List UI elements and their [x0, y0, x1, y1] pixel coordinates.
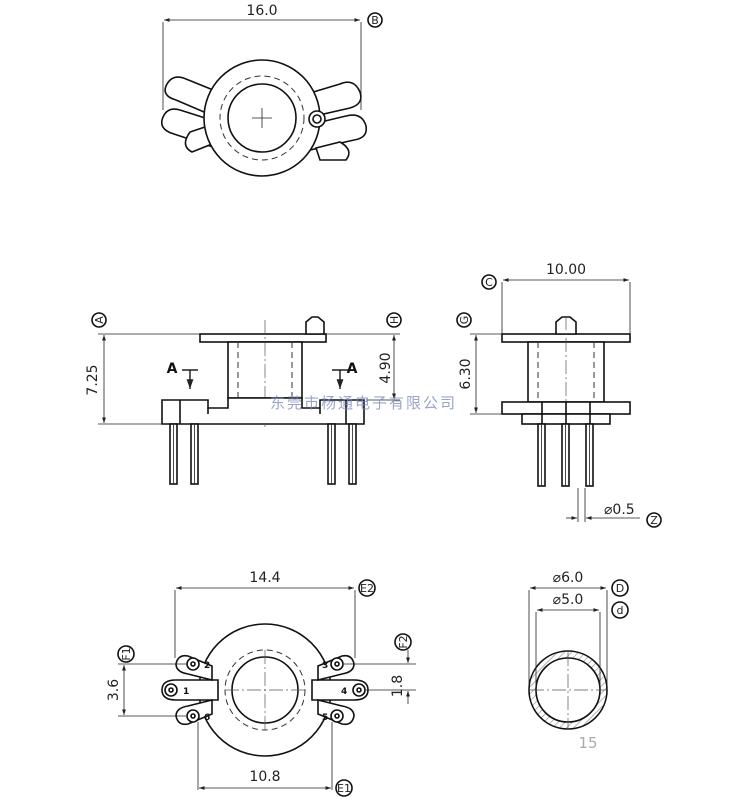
side-view: 10.00 C 6.30 G ⌀0.5 Z: [456, 262, 662, 528]
pin-label-4: 4: [341, 687, 347, 697]
front-height-dim: 7.25: [85, 364, 101, 395]
pin-label-2: 2: [204, 661, 210, 671]
page-number: 15: [578, 734, 597, 752]
front-body-dim: 4.90: [378, 352, 394, 383]
outer-span-dim: 14.4: [249, 570, 280, 586]
pin-dia-dim: ⌀0.5: [604, 502, 635, 518]
tube-inner-dim: ⌀5.0: [553, 592, 584, 608]
tube-outer-dim: ⌀6.0: [553, 570, 584, 586]
front-body-ref: H: [388, 316, 401, 324]
pin-dia-ref: Z: [650, 514, 658, 527]
pin-label-5: 5: [322, 713, 328, 723]
company-watermark: 东莞市杨通电子有限公司: [270, 394, 457, 412]
left-pitch-ref: F1: [120, 647, 133, 660]
section-mark-left: A: [167, 361, 178, 377]
right-pitch-ref: F2: [397, 635, 410, 648]
top-ref-tag: B: [371, 14, 379, 27]
tube-inner-ref: d: [617, 604, 624, 617]
bottom-view: 1 2 3 4 5 6 14.4 E2 10.8 E1 3.6 F1: [106, 570, 416, 797]
right-pitch-dim: 1.8: [390, 675, 406, 697]
top-view: 16.0 B: [160, 3, 383, 177]
front-view: A A 7.25 A 4.90 H: [85, 312, 402, 485]
side-width-ref: C: [485, 276, 493, 289]
inner-span-dim: 10.8: [249, 769, 280, 785]
pin-label-6: 6: [204, 713, 210, 723]
side-height-ref: G: [458, 316, 471, 325]
side-width-dim: 10.00: [546, 262, 586, 278]
front-height-ref: A: [93, 316, 106, 324]
side-height-dim: 6.30: [458, 358, 474, 389]
tube-section-view: ⌀6.0 D ⌀5.0 d: [528, 570, 629, 730]
left-pitch-dim: 3.6: [106, 679, 122, 701]
top-width-dim: 16.0: [246, 3, 277, 19]
inner-span-ref: E1: [337, 782, 351, 795]
outer-span-ref: E2: [360, 582, 374, 595]
pin-label-3: 3: [322, 661, 328, 671]
tube-outer-ref: D: [616, 582, 624, 595]
section-mark-right: A: [347, 361, 358, 377]
pin-label-1: 1: [183, 687, 189, 697]
